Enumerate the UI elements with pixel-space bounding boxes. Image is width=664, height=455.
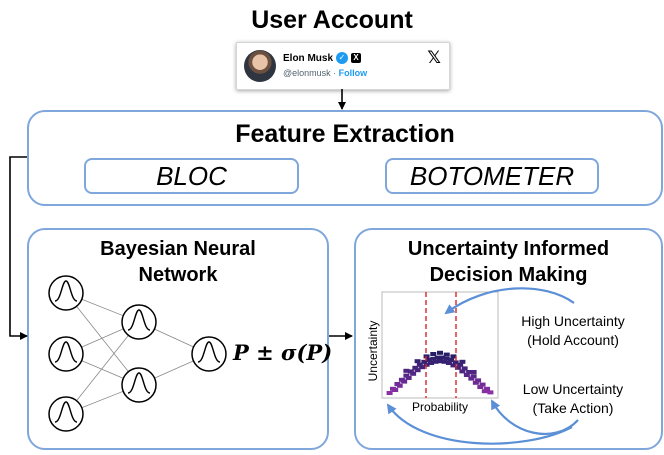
scatter-point <box>470 374 477 379</box>
arrow-features-to-bnn <box>9 156 28 340</box>
x-axis-label: Probability <box>411 400 469 414</box>
scatter-point <box>392 388 399 392</box>
scatter-point <box>450 354 457 359</box>
decision-title-line1: Uncertainty Informed <box>407 238 610 260</box>
uncertainty-plot <box>381 291 499 399</box>
scatter-point <box>459 359 466 364</box>
scatter-point <box>425 358 432 362</box>
scatter-point <box>428 361 435 365</box>
scatter-point <box>403 373 410 378</box>
scatter-point <box>416 362 423 367</box>
low-uncertainty-arrow-right <box>491 399 579 436</box>
low-line2: (Take Action) <box>532 400 614 416</box>
high-line1: High Uncertainty <box>521 313 625 329</box>
scatter-point <box>450 363 457 368</box>
nn-node-hidden-1 <box>121 304 157 340</box>
account-handle: @elonmusk <box>283 68 331 78</box>
nn-node-hidden-2 <box>121 367 157 403</box>
scatter-point <box>419 365 426 370</box>
feature-extraction-title: Feature Extraction <box>235 120 455 148</box>
bnn-output-formula: P ± σ(P) <box>233 340 333 365</box>
x-logo-icon: 𝕏 <box>427 48 441 67</box>
scatter-point <box>459 369 466 374</box>
scatter-point <box>472 380 479 385</box>
decision-title-line2: Decision Making <box>429 264 588 286</box>
scatter-point <box>445 361 452 365</box>
high-uncertainty-arrow <box>444 287 575 315</box>
scatter-point <box>443 356 450 361</box>
scatter-point <box>441 359 448 364</box>
scatter-point <box>386 391 393 395</box>
decision-title: Uncertainty Informed Decision Making <box>354 236 663 288</box>
nn-node-output <box>191 336 227 372</box>
nn-nodes <box>48 275 227 432</box>
scatter-point <box>405 376 412 380</box>
scatter-point <box>452 360 459 365</box>
high-uncertainty-label: High Uncertainty (Hold Account) <box>503 312 643 350</box>
plot-scatter <box>386 350 494 395</box>
bnn-title-line1: Bayesian Neural <box>100 238 256 260</box>
low-uncertainty-label: Low Uncertainty (Take Action) <box>503 380 643 418</box>
nn-node-input-1 <box>48 275 84 311</box>
verified-icon: ✓ <box>336 52 348 64</box>
account-card[interactable]: Elon Musk ✓ X @elonmusk · Follow 𝕏 <box>236 42 450 90</box>
scatter-point <box>403 368 410 373</box>
scatter-point <box>396 383 403 388</box>
scatter-point <box>461 366 468 371</box>
scatter-point <box>401 379 408 384</box>
scatter-point <box>412 365 419 370</box>
bnn-title-line2: Network <box>138 264 218 286</box>
bloc-box: BLOC <box>84 158 299 194</box>
account-handle-line: @elonmusk · Follow <box>283 68 367 78</box>
scatter-point <box>468 376 475 381</box>
scatter-point <box>470 370 477 374</box>
bnn-title: Bayesian Neural Network <box>27 236 329 288</box>
low-line1: Low Uncertainty <box>522 381 624 397</box>
scatter-point <box>484 386 491 391</box>
scatter-point <box>421 359 428 364</box>
scatter-point <box>475 378 482 383</box>
account-name: Elon Musk <box>283 53 334 64</box>
nn-node-input-3 <box>48 396 84 432</box>
scatter-point <box>437 350 443 355</box>
scatter-point <box>437 359 443 364</box>
scatter-point <box>487 390 494 395</box>
page-title: User Account <box>251 6 413 34</box>
avatar <box>244 50 276 82</box>
scatter-point <box>430 356 437 361</box>
affiliation-badge-icon: X <box>351 53 361 63</box>
scatter-point <box>439 355 446 360</box>
nn-node-input-2 <box>48 336 84 372</box>
scatter-point <box>477 385 484 389</box>
high-line2: (Hold Account) <box>527 332 619 348</box>
handle-separator: · <box>330 68 339 78</box>
scatter-point <box>481 389 488 394</box>
scatter-point <box>448 358 455 362</box>
botometer-box: BOTOMETER <box>385 158 599 194</box>
scatter-point <box>434 355 441 360</box>
scatter-point <box>479 382 486 387</box>
follow-link[interactable]: Follow <box>338 68 368 78</box>
scatter-point <box>454 365 461 370</box>
low-uncertainty-arrow-left <box>386 403 573 445</box>
scatter-point <box>414 368 421 373</box>
scatter-point <box>466 370 473 374</box>
scatter-point <box>457 362 464 367</box>
scatter-point <box>463 373 470 377</box>
scatter-point <box>430 352 437 356</box>
scatter-point <box>407 369 414 374</box>
scatter-point <box>432 359 439 364</box>
scatter-point <box>410 371 417 376</box>
scatter-point <box>414 359 421 364</box>
scatter-point <box>443 352 450 357</box>
